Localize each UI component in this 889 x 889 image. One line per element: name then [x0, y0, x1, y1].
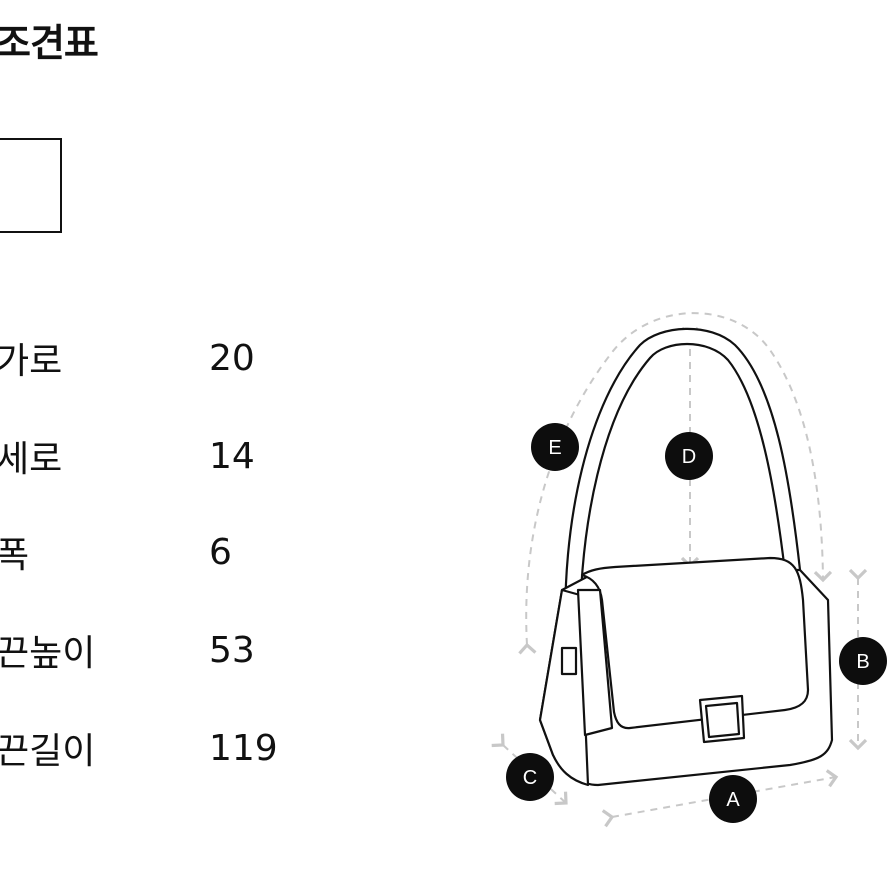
strap-length-guide: [518, 312, 833, 655]
marker-b-icon: B: [839, 637, 887, 685]
bag-diagram: A B C D E: [491, 312, 887, 828]
svg-text:A: A: [726, 789, 740, 811]
svg-text:D: D: [682, 446, 696, 468]
size-value: 14: [209, 435, 255, 477]
size-value: 6: [209, 531, 232, 573]
bag-flap: [580, 556, 810, 730]
size-label: 끈길이: [0, 731, 96, 772]
svg-text:B: B: [856, 651, 869, 673]
page-title: 조견표: [0, 21, 99, 65]
svg-text:E: E: [548, 437, 561, 459]
size-label: 끈높이: [0, 633, 96, 674]
flap-inner: [576, 588, 614, 737]
size-value: 20: [209, 337, 255, 379]
strap-tab: [560, 646, 578, 676]
marker-e-icon: E: [531, 423, 579, 471]
marker-c-icon: C: [506, 753, 554, 801]
size-value: 119: [209, 727, 278, 769]
size-label: 가로: [0, 341, 63, 382]
marker-a-icon: A: [709, 775, 757, 823]
size-label: 폭: [0, 535, 30, 576]
unit-box: [0, 138, 62, 233]
size-value: 53: [209, 629, 255, 671]
bag-side: [538, 588, 590, 787]
clasp-inner: [704, 701, 741, 739]
marker-d-icon: D: [665, 432, 713, 480]
size-label: 세로: [0, 439, 63, 480]
svg-text:C: C: [523, 767, 537, 789]
